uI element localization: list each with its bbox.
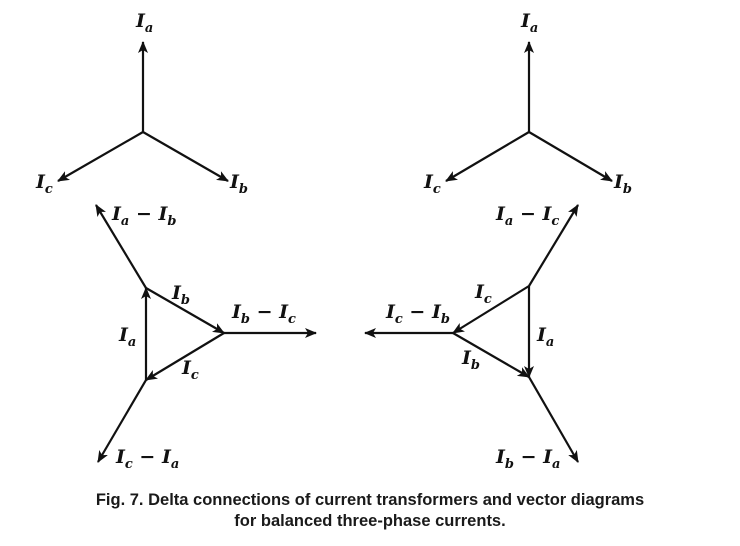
right-delta-ia-ic-label: Ia − Ic	[495, 203, 559, 229]
left-star-ic-label: Ic	[35, 171, 53, 197]
right-delta-side-a-label: Ia	[536, 324, 554, 350]
left-delta-side-a-label: Ia	[118, 324, 136, 350]
right-delta-side-b	[452, 332, 530, 378]
left-delta-side-c-label: Ic	[181, 357, 199, 383]
right-delta-diagram	[364, 204, 579, 463]
left-star-ia-label: Ia	[135, 10, 153, 36]
left-delta-ic-ia-arrow	[97, 379, 147, 463]
right-star-ic-label: Ic	[423, 171, 441, 197]
right-delta-ib-ia-arrow	[528, 376, 579, 463]
left-delta-ia-ib-label: Ia − Ib	[111, 203, 176, 229]
left-star-diagram	[57, 41, 229, 182]
caption-line-2: for balanced three-phase currents.	[234, 512, 506, 530]
left-delta-side-b-label: Ib	[171, 282, 190, 308]
left-delta-side-b	[145, 287, 225, 334]
left-delta-side-c	[145, 332, 225, 381]
right-delta-side-c	[452, 285, 530, 334]
caption-line-1: Fig. 7. Delta connections of current tra…	[95, 491, 645, 509]
figure-caption: Fig. 7. Delta connections of current tra…	[0, 490, 740, 532]
left-star-ib-arrow	[142, 131, 229, 182]
right-star-ib-arrow	[528, 131, 613, 182]
right-star-ia-label: Ia	[520, 10, 538, 36]
right-delta-ia-ic-arrow	[528, 204, 579, 287]
right-delta-side-c-label: Ic	[474, 281, 492, 307]
right-delta-ib-ia-label: Ib − Ia	[495, 446, 560, 472]
left-delta-ic-ia-label: Ic − Ia	[115, 446, 179, 472]
vector-diagrams: Ia Ib Ic Ia Ib Ic Ia − Ib Ib − Ic Ic − I…	[35, 10, 632, 472]
right-star-diagram	[445, 41, 613, 182]
right-star-ib-label: Ib	[613, 171, 632, 197]
left-star-ib-label: Ib	[229, 171, 248, 197]
right-delta-side-b-label: Ib	[461, 347, 480, 373]
right-star-ic-arrow	[445, 131, 530, 182]
left-delta-ia-ib-arrow	[95, 204, 147, 289]
left-star-ic-arrow	[57, 131, 144, 182]
right-delta-ic-ib-label: Ic − Ib	[385, 301, 450, 327]
left-delta-ib-ic-label: Ib − Ic	[231, 301, 296, 327]
left-delta-diagram	[95, 204, 317, 463]
